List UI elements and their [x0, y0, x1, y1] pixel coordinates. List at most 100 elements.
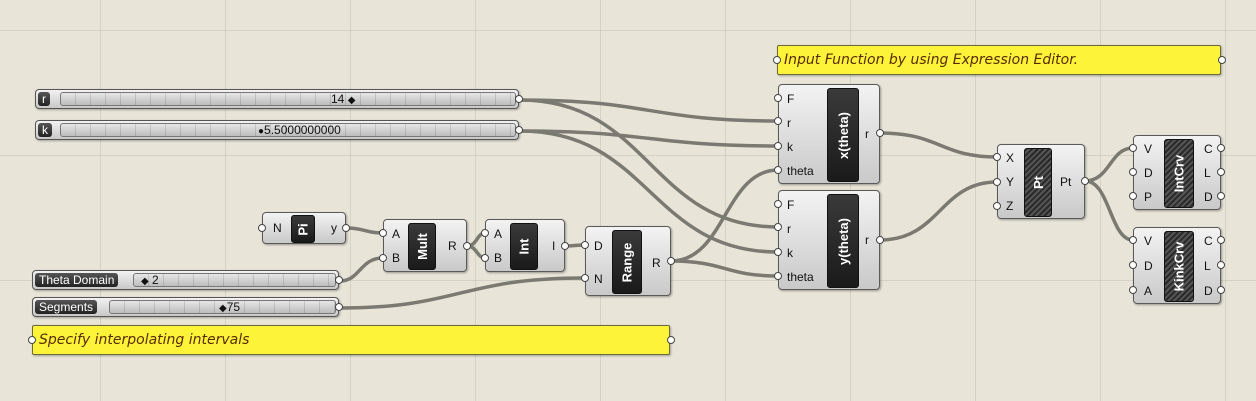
range-output-grip[interactable] [667, 257, 675, 265]
x-theta-input-grip[interactable] [774, 94, 782, 102]
y-theta-input-grip[interactable] [774, 223, 782, 231]
slider-theta-domain[interactable]: Theta Domain ◆ 2 [32, 270, 339, 290]
kinkcrv-output-l[interactable]: L [1204, 259, 1211, 273]
y-theta-input-theta[interactable]: theta [787, 270, 814, 284]
y-theta-input-f[interactable]: F [787, 198, 795, 212]
y-theta-input-grip[interactable] [774, 200, 782, 208]
slider-theta-domain-output[interactable] [335, 276, 343, 284]
intcrv-output-l[interactable]: L [1204, 166, 1211, 180]
pt-output-grip[interactable] [1081, 177, 1089, 185]
pt-input-grip[interactable] [993, 178, 1001, 186]
int-input-b[interactable]: B [494, 251, 503, 265]
intcrv-output-d[interactable]: D [1204, 190, 1213, 204]
x-theta-output-grip[interactable] [876, 129, 884, 137]
x-theta-input-f[interactable]: F [787, 92, 795, 106]
kinkcrv-output-d[interactable]: D [1204, 284, 1213, 298]
intcrv-output-grip[interactable] [1217, 144, 1225, 152]
slider-k-output[interactable] [515, 126, 523, 134]
slider-segments-output[interactable] [335, 303, 343, 311]
kinkcrv-output-grip[interactable] [1217, 286, 1225, 294]
y-theta-input-grip[interactable] [774, 248, 782, 256]
pt-component[interactable]: X Y Z Pt Pt [997, 144, 1085, 219]
int-input-grip[interactable] [481, 254, 489, 262]
mult-component[interactable]: A B Mult R [383, 219, 467, 272]
range-input-d[interactable]: D [594, 239, 603, 253]
range-input-grip[interactable] [581, 274, 589, 282]
int-input-a[interactable]: A [494, 227, 503, 241]
y-theta-expression[interactable]: F r k theta y(theta) r [778, 190, 880, 290]
slider-k[interactable]: k ●5.5000000000 [35, 120, 519, 140]
mult-output-r[interactable]: R [448, 239, 457, 253]
y-theta-name: y(theta) [835, 217, 851, 265]
int-output-i[interactable]: I [552, 239, 556, 253]
panel-output-grip[interactable] [1218, 56, 1226, 64]
kinkcrv-input-grip[interactable] [1129, 236, 1137, 244]
y-theta-output-grip[interactable] [876, 236, 884, 244]
pt-input-grip[interactable] [993, 153, 1001, 161]
slider-theta-domain-track[interactable] [133, 273, 336, 287]
mult-input-a[interactable]: A [392, 227, 401, 241]
mult-input-grip[interactable] [379, 254, 387, 262]
y-theta-input-k[interactable]: k [787, 246, 793, 260]
x-theta-output-r[interactable]: r [865, 127, 869, 141]
mult-output-grip[interactable] [463, 242, 471, 250]
kinkcrv-input-grip[interactable] [1129, 261, 1137, 269]
kinkcrv-input-grip[interactable] [1129, 286, 1137, 294]
slider-r[interactable]: r 14 ◆ [35, 89, 519, 109]
pi-input-grip[interactable] [258, 224, 266, 232]
y-theta-output-r[interactable]: r [865, 233, 869, 247]
intcrv-input-grip[interactable] [1129, 168, 1137, 176]
kinkcrv-component[interactable]: V D A KinkCrv C L D [1133, 227, 1221, 304]
intcrv-input-p[interactable]: P [1144, 190, 1153, 204]
int-output-grip[interactable] [561, 242, 569, 250]
intcrv-component[interactable]: V D P IntCrv C L D [1133, 135, 1221, 210]
intcrv-output-grip[interactable] [1217, 168, 1225, 176]
expression-editor-note[interactable]: Input Function by using Expression Edito… [777, 45, 1221, 75]
intcrv-input-v[interactable]: V [1144, 142, 1153, 156]
panel-input-grip[interactable] [28, 336, 36, 344]
slider-r-output[interactable] [515, 95, 523, 103]
x-theta-input-grip[interactable] [774, 117, 782, 125]
intcrv-output-c[interactable]: C [1204, 142, 1213, 156]
pt-output-pt[interactable]: Pt [1060, 175, 1072, 189]
int-input-grip[interactable] [481, 229, 489, 237]
pt-input-z[interactable]: Z [1006, 199, 1014, 213]
intcrv-input-d[interactable]: D [1144, 166, 1153, 180]
kinkcrv-output-c[interactable]: C [1204, 234, 1213, 248]
panel-input-grip[interactable] [773, 56, 781, 64]
slider-r-track[interactable] [60, 92, 516, 106]
pi-output-y[interactable]: y [331, 221, 337, 235]
x-theta-input-grip[interactable] [774, 142, 782, 150]
range-input-n[interactable]: N [594, 272, 603, 286]
pi-input-n[interactable]: N [273, 221, 282, 235]
pi-output-grip[interactable] [342, 224, 350, 232]
range-output-r[interactable]: R [652, 256, 661, 270]
pt-input-x[interactable]: X [1006, 151, 1015, 165]
x-theta-input-grip[interactable] [774, 166, 782, 174]
intcrv-input-grip[interactable] [1129, 144, 1137, 152]
x-theta-input-theta[interactable]: theta [787, 164, 814, 178]
intcrv-output-grip[interactable] [1217, 192, 1225, 200]
range-input-grip[interactable] [581, 241, 589, 249]
panel-output-grip[interactable] [667, 336, 675, 344]
mult-input-grip[interactable] [379, 229, 387, 237]
pi-component[interactable]: N Pi y [262, 212, 346, 244]
int-component[interactable]: A B Int I [485, 219, 565, 272]
pt-input-y[interactable]: Y [1006, 175, 1015, 189]
kinkcrv-input-a[interactable]: A [1144, 284, 1153, 298]
y-theta-input-grip[interactable] [774, 272, 782, 280]
range-component[interactable]: D N Range R [585, 226, 671, 296]
interval-note[interactable]: Specify interpolating intervals [32, 325, 670, 355]
kinkcrv-output-grip[interactable] [1217, 236, 1225, 244]
kinkcrv-output-grip[interactable] [1217, 261, 1225, 269]
y-theta-input-r[interactable]: r [787, 222, 791, 236]
kinkcrv-input-v[interactable]: V [1144, 234, 1153, 248]
x-theta-expression[interactable]: F r k theta x(theta) r [778, 84, 880, 184]
mult-input-b[interactable]: B [392, 251, 401, 265]
x-theta-input-k[interactable]: k [787, 140, 793, 154]
slider-segments[interactable]: Segments ◆75 [32, 297, 339, 317]
intcrv-input-grip[interactable] [1129, 192, 1137, 200]
pt-input-grip[interactable] [993, 202, 1001, 210]
x-theta-input-r[interactable]: r [787, 116, 791, 130]
kinkcrv-input-d[interactable]: D [1144, 259, 1153, 273]
